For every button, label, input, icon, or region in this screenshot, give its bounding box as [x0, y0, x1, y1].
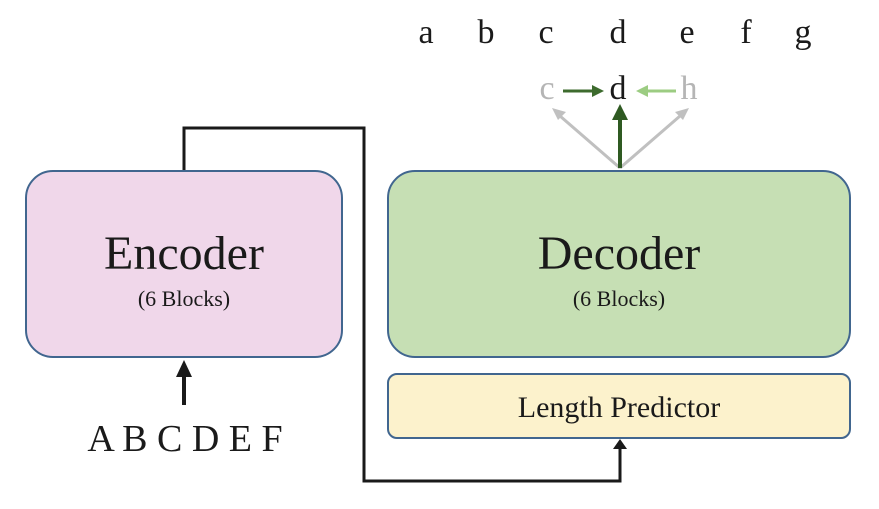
output-token-a: a: [418, 14, 434, 51]
decoder-left-arrowhead: [552, 108, 566, 120]
length-arrowhead: [613, 439, 627, 449]
decoder-center-arrowhead: [612, 104, 628, 120]
context-token-left: c: [539, 70, 555, 107]
right-context-arrowhead: [636, 85, 648, 97]
length-predictor-box: Length Predictor: [387, 373, 851, 439]
decoder-subtitle: (6 Blocks): [572, 286, 666, 311]
output-token-f: f: [740, 14, 752, 51]
input-sequence: A B C D E F: [87, 418, 283, 460]
input-arrowhead: [176, 360, 192, 377]
output-token-b: b: [477, 14, 495, 51]
left-context-arrowhead: [592, 85, 604, 97]
decoder-right-arrow: [619, 114, 681, 170]
encoder-to-length-line: [182, 126, 622, 483]
decoder-box: Decoder (6 Blocks): [387, 170, 851, 358]
encoder-title: Encoder: [104, 227, 264, 280]
encoder-box: Encoder (6 Blocks): [25, 170, 343, 358]
decoder-right-arrowhead: [675, 108, 689, 120]
output-token-g: g: [794, 14, 812, 51]
encoder-subtitle: (6 Blocks): [137, 286, 231, 311]
decoder-title: Decoder: [537, 227, 701, 280]
decoder-left-arrow: [559, 114, 621, 170]
output-token-c: c: [538, 14, 554, 51]
length-predictor-label: Length Predictor: [517, 391, 721, 424]
output-token-e: e: [679, 14, 695, 51]
output-token-d: d: [609, 14, 627, 51]
context-token-right: h: [680, 70, 698, 107]
context-token-center: d: [609, 70, 627, 107]
